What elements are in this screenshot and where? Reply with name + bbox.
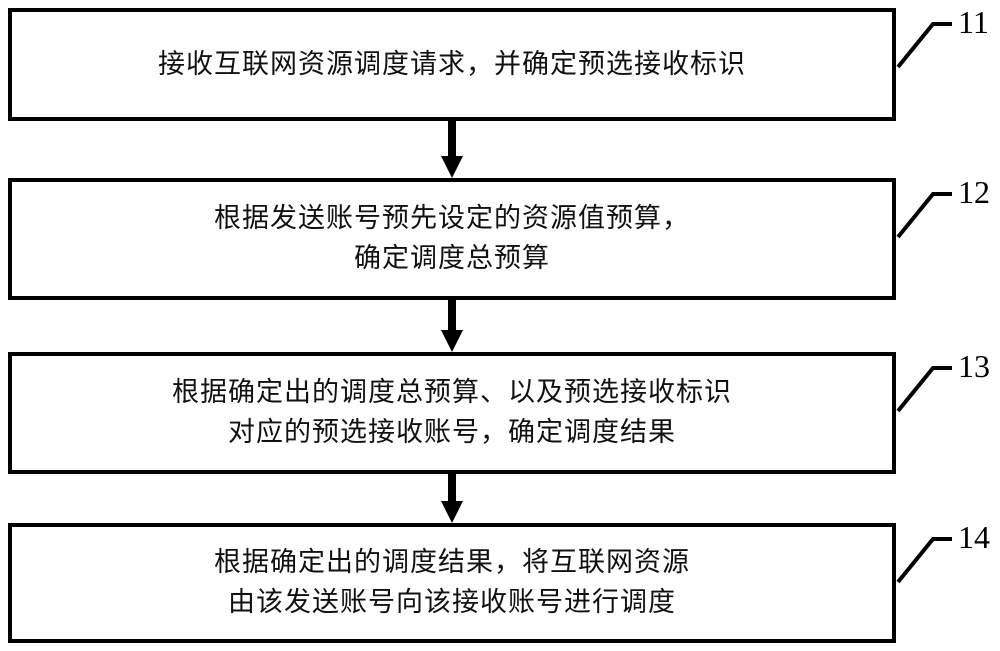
reference-leader-line-13 — [893, 350, 955, 416]
flowchart-step-box-11: 接收互联网资源调度请求，并确定预选接收标识 — [8, 8, 896, 121]
reference-number-11: 11 — [958, 4, 989, 40]
step-text-line: 确定调度总预算 — [354, 243, 550, 274]
flowchart-step-box-12: 根据发送账号预先设定的资源值预算， 确定调度总预算 — [8, 178, 896, 300]
step-text-line: 根据确定出的调度总预算、以及预选接收标识 — [172, 377, 732, 408]
reference-number-13: 13 — [958, 348, 990, 384]
connector-arrow-12-to-13 — [441, 300, 463, 352]
arrowhead-down-icon — [441, 156, 463, 178]
reference-leader-line-14 — [893, 521, 955, 587]
flowchart-step-box-13: 根据确定出的调度总预算、以及预选接收标识 对应的预选接收账号，确定调度结果 — [8, 352, 896, 474]
reference-number-14: 14 — [958, 519, 990, 555]
step-text-line: 对应的预选接收账号，确定调度结果 — [228, 417, 676, 448]
step-text-line: 由该发送账号向该接收账号进行调度 — [228, 587, 676, 618]
connector-arrow-11-to-12 — [441, 121, 463, 178]
connector-arrow-13-to-14 — [441, 474, 463, 523]
reference-number-12: 12 — [958, 174, 990, 210]
reference-leader-line-12 — [893, 176, 955, 242]
connector-shaft — [448, 300, 456, 331]
arrowhead-down-icon — [441, 330, 463, 352]
connector-shaft — [448, 121, 456, 157]
reference-leader-line-11 — [893, 6, 955, 72]
flowchart-step-box-14: 根据确定出的调度结果，将互联网资源 由该发送账号向该接收账号进行调度 — [8, 523, 896, 643]
step-text-line: 接收互联网资源调度请求，并确定预选接收标识 — [158, 48, 746, 80]
connector-shaft — [448, 474, 456, 502]
step-text-line: 根据发送账号预先设定的资源值预算， — [214, 203, 690, 234]
step-text-line: 根据确定出的调度结果，将互联网资源 — [214, 547, 690, 578]
arrowhead-down-icon — [441, 501, 463, 523]
